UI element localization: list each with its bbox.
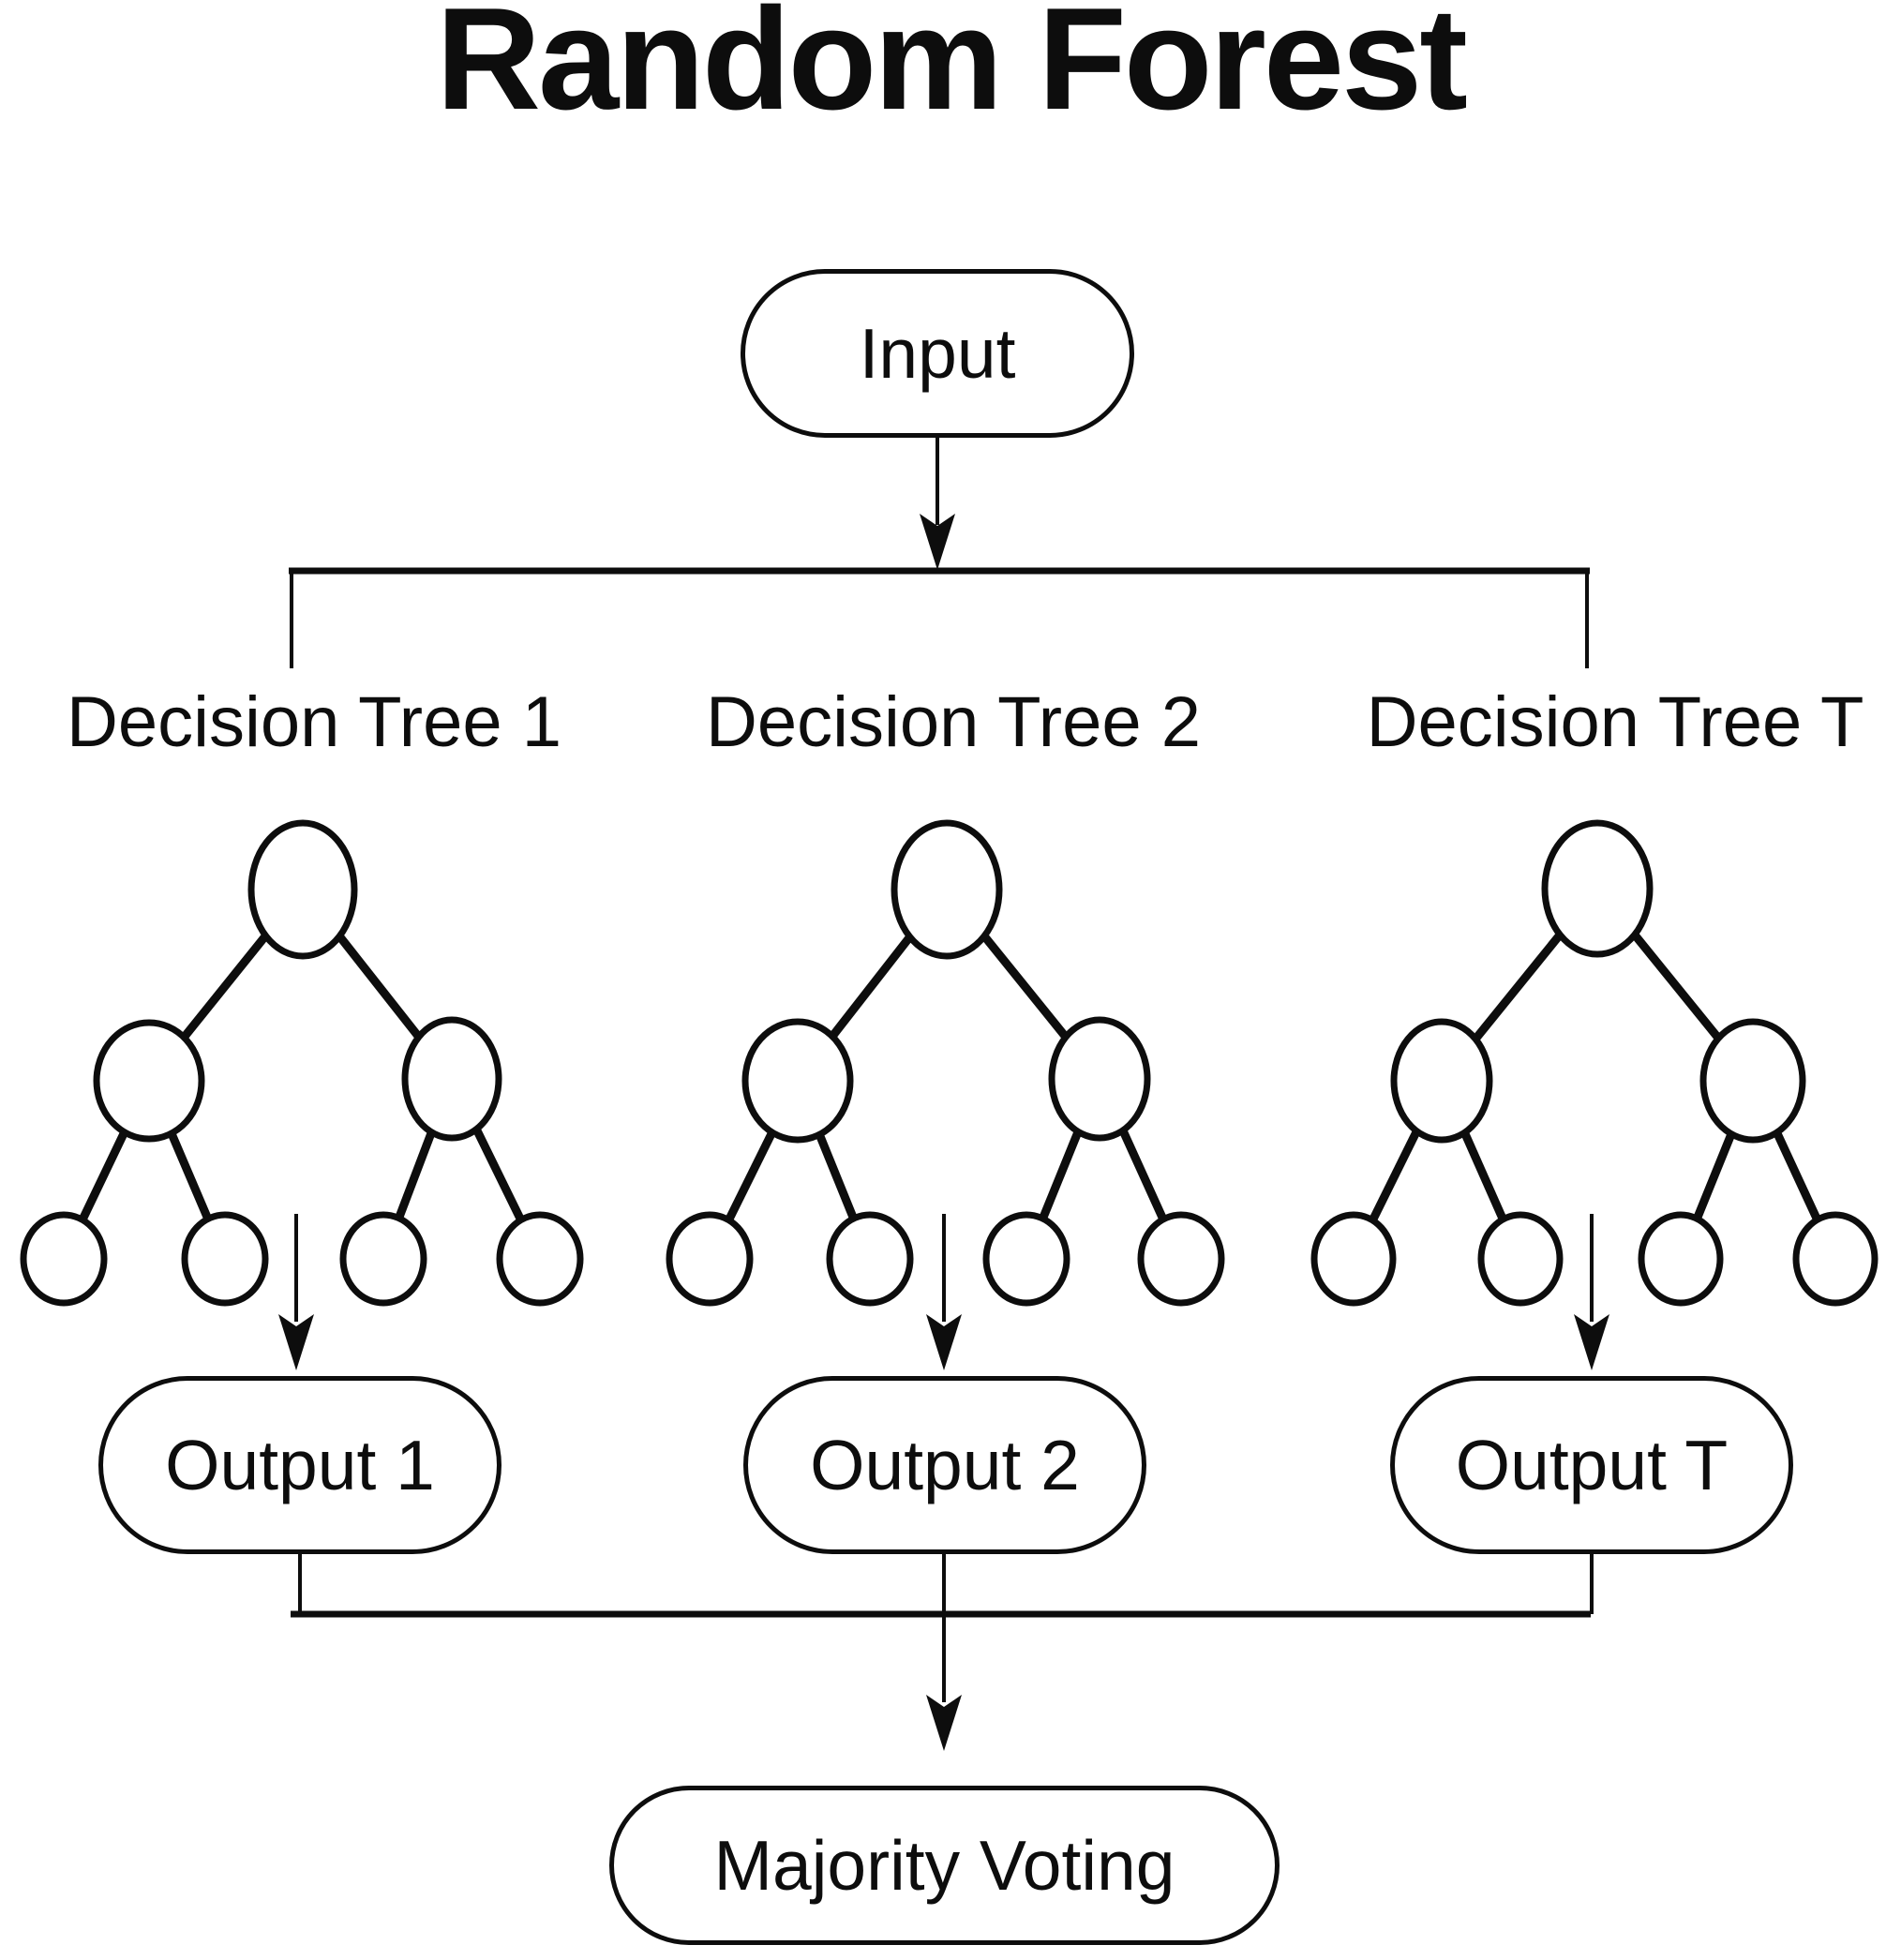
- tree-node: [93, 1019, 205, 1143]
- output-t-node: Output T: [1390, 1376, 1793, 1554]
- merge-bracket: [291, 1554, 1594, 1618]
- arrowhead-icon: [926, 1695, 962, 1751]
- decision-tree-t-glyph: [1310, 819, 1879, 1307]
- tree-node: [826, 1211, 914, 1307]
- arrow-treet-to-outputt: [1574, 1214, 1609, 1370]
- tree-node: [1477, 1211, 1564, 1307]
- input-node-label: Input: [859, 313, 1016, 393]
- output-t-label: Output T: [1455, 1425, 1729, 1504]
- tree-node: [1048, 1016, 1151, 1142]
- arrowhead-icon: [926, 1314, 962, 1370]
- decision-tree-2-glyph: [666, 819, 1225, 1307]
- tree-node: [1310, 1211, 1397, 1307]
- tree-node: [982, 1211, 1070, 1307]
- majority-voting-node: Majority Voting: [609, 1786, 1280, 1945]
- arrow-input-to-split: [920, 438, 955, 570]
- arrowhead-icon: [920, 514, 955, 570]
- output-2-label: Output 2: [810, 1425, 1080, 1504]
- tree-node: [1541, 819, 1654, 958]
- tree-node: [1137, 1211, 1225, 1307]
- tree-node: [741, 1018, 854, 1144]
- tree-node: [401, 1016, 502, 1142]
- output-2-node: Output 2: [743, 1376, 1146, 1554]
- decision-tree-2-label: Decision Tree 2: [705, 682, 1202, 762]
- tree-node: [339, 1211, 427, 1307]
- input-node: Input: [741, 269, 1134, 438]
- tree-node: [181, 1211, 269, 1307]
- tree-node: [1699, 1018, 1806, 1144]
- tree-node: [247, 819, 358, 960]
- tree-node: [1792, 1211, 1879, 1307]
- tree-node: [1638, 1211, 1724, 1307]
- tree-node: [1390, 1018, 1493, 1144]
- tree-node: [20, 1211, 108, 1307]
- arrow-tree2-to-output2: [926, 1214, 962, 1370]
- arrowhead-icon: [278, 1314, 314, 1370]
- arrow-merge-to-majority: [926, 1554, 962, 1751]
- arrow-tree1-to-output1: [278, 1214, 314, 1370]
- tree-node: [496, 1211, 584, 1307]
- majority-voting-label: Majority Voting: [713, 1825, 1175, 1905]
- decision-tree-t-label: Decision Tree T: [1366, 682, 1864, 762]
- decision-tree-1-label: Decision Tree 1: [66, 682, 562, 762]
- decision-tree-1-glyph: [20, 819, 584, 1307]
- diagram-title: Random Forest: [436, 0, 1468, 140]
- split-bracket: [289, 567, 1590, 668]
- output-1-label: Output 1: [165, 1425, 435, 1504]
- arrowhead-icon: [1574, 1314, 1609, 1370]
- output-1-node: Output 1: [98, 1376, 501, 1554]
- tree-node: [666, 1211, 754, 1307]
- tree-node: [891, 819, 1003, 960]
